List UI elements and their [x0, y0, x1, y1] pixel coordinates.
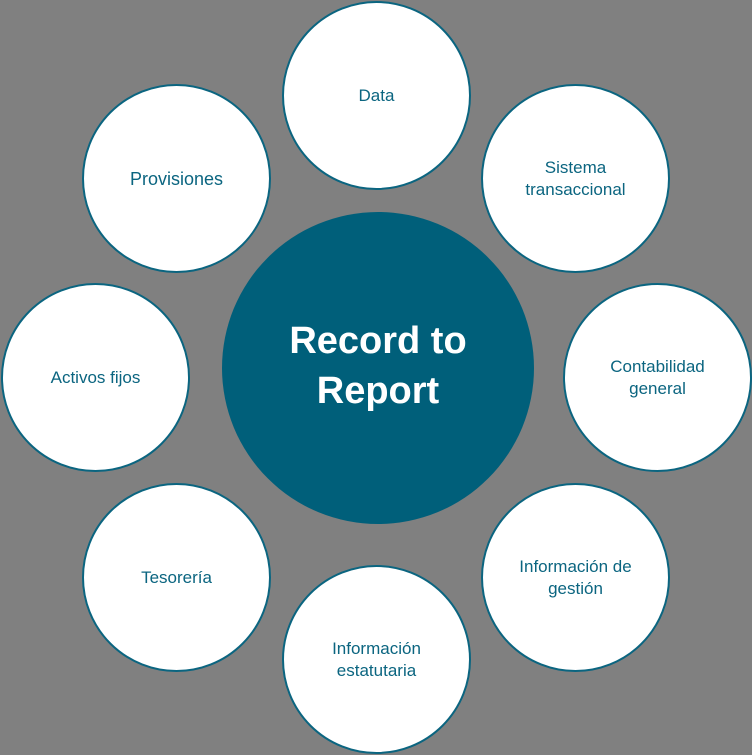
node-data: Data — [282, 1, 471, 190]
node-tesoreria: Tesorería — [82, 483, 271, 672]
node-label-tesoreria: Tesorería — [141, 567, 212, 587]
node-label-informacion-de-gestion: Información de gestión — [519, 556, 632, 598]
node-provisiones: Provisiones — [82, 84, 271, 273]
node-activos-fijos: Activos fijos — [1, 283, 190, 472]
node-informacion-de-gestion: Información de gestión — [481, 483, 670, 672]
hub-circle-record-to-report: Record to Report — [222, 212, 534, 524]
node-label-activos-fijos: Activos fijos — [50, 367, 141, 387]
node-label-informacion-estatutaria: Información estatutaria — [332, 638, 421, 680]
node-label-provisiones: Provisiones — [129, 168, 224, 189]
node-contabilidad-general: Contabilidad general — [563, 283, 752, 472]
node-sistema-transaccional: Sistema transaccional — [481, 84, 670, 273]
node-label-data: Data — [358, 85, 395, 105]
hub-label: Record to Report — [289, 320, 467, 412]
node-label-sistema-transaccional: Sistema transaccional — [525, 157, 626, 199]
node-informacion-estatutaria: Información estatutaria — [282, 565, 471, 754]
node-label-contabilidad-general: Contabilidad general — [610, 356, 705, 398]
